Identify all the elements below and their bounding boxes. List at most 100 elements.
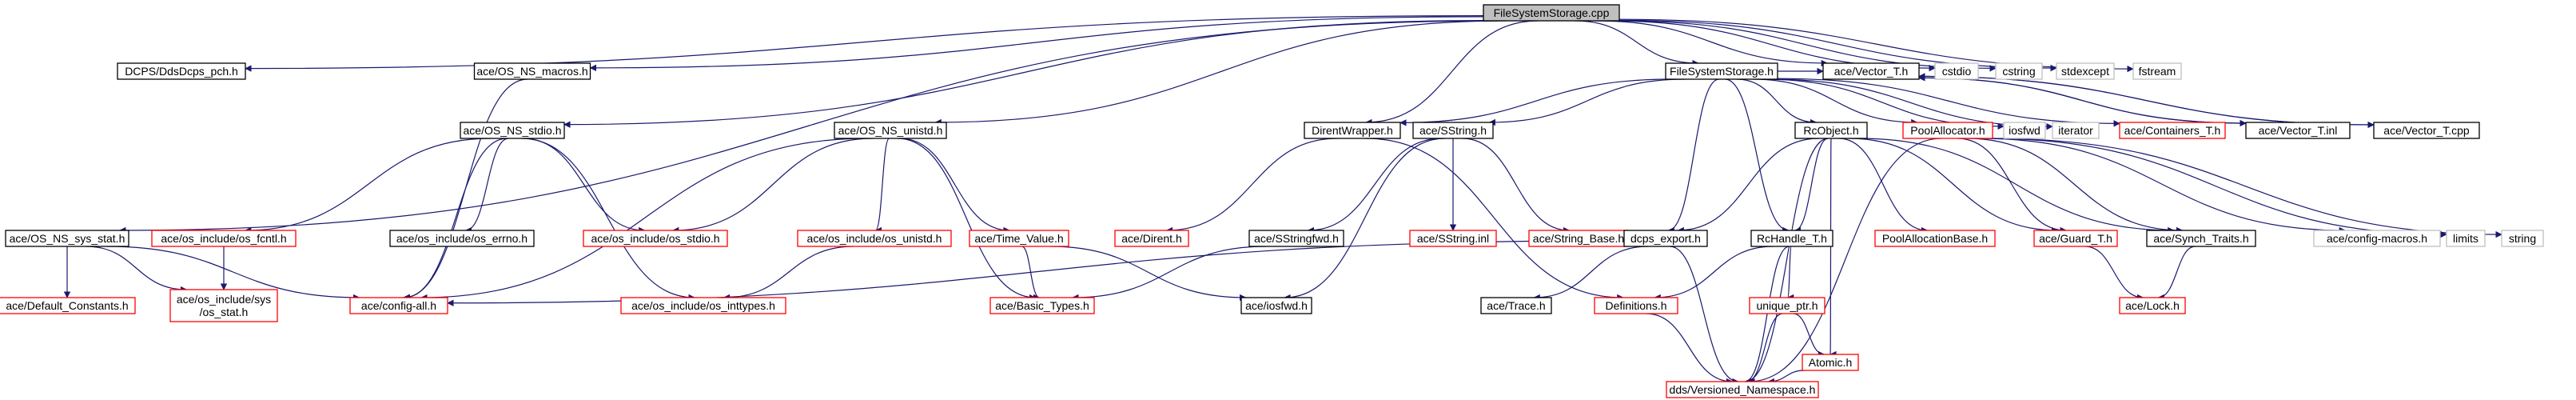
node-dirent_h[interactable]: ace/Dirent.h [1114,230,1189,247]
edge-os_ns_sys_stat-to-os_stat [86,246,188,294]
node-label-config_all: ace/config-all.h [361,299,436,312]
node-config_macros[interactable]: ace/config-macros.h [2313,230,2441,247]
node-iosfwd_h[interactable]: ace/iosfwd.h [1240,297,1312,314]
node-sstring_inl[interactable]: ace/SString.inl [1409,230,1497,247]
node-label-definitions: Definitions.h [1605,299,1666,312]
node-cstdio[interactable]: cstdio [1934,62,1979,80]
edge-fss_h-to-rchandle_t [1725,78,1790,234]
node-os_errno[interactable]: ace/os_include/os_errno.h [389,230,535,247]
node-label-cstdio: cstdio [1942,65,1972,78]
node-rcobject_h[interactable]: RcObject.h [1794,122,1868,139]
edge-os_unistd-to-os_inttypes [723,246,854,302]
node-trace_h[interactable]: ace/Trace.h [1480,297,1552,314]
edge-sstring_h-to-iosfwd_h [1284,138,1445,302]
node-os_ns_macros[interactable]: ace/OS_NS_macros.h [473,62,591,80]
node-os_fcntl[interactable]: ace/os_include/os_fcntl.h [151,230,297,247]
node-box-cstring [1995,62,2043,80]
edge-rchandle_t-to-definitions [1654,246,1774,302]
node-fss_h[interactable]: FileSystemStorage.h [1665,62,1778,80]
node-stdexcept[interactable]: stdexcept [2056,62,2115,80]
node-label-basic_types: ace/Basic_Types.h [995,299,1089,312]
node-box-os_ns_stdio [460,122,565,139]
edge-poolallocator-to-limits [1985,138,2447,238]
node-vector_t_cpp[interactable]: ace/Vector_T.cpp [2373,122,2480,139]
node-synch_traits[interactable]: ace/Synch_Traits.h [2146,230,2256,247]
node-label-dcps_export: dcps_export.h [1630,232,1701,245]
node-box-versioned_ns [1666,381,1819,398]
node-guard_t[interactable]: ace/Guard_T.h [2033,230,2118,247]
node-label-containers_t: ace/Containers_T.h [2124,124,2221,137]
node-label-ddsdcps_pch: DCPS/DdsDcps_pch.h [125,65,238,78]
edge-rcobject_h-to-versioned_ns [1744,138,1829,386]
node-direntwrapper[interactable]: DirentWrapper.h [1304,122,1401,139]
edge-root-to-os_ns_unistd [934,20,1507,126]
node-vector_t_h[interactable]: ace/Vector_T.h [1822,62,1920,80]
node-box-direntwrapper [1304,122,1401,139]
node-string_base[interactable]: ace/String_Base.h [1528,230,1629,247]
node-box-ddsdcps_pch [117,62,246,80]
node-unique_ptr[interactable]: unique_ptr.h [1749,297,1825,314]
edge-os_ns_unistd-to-basic_types [897,138,1037,302]
node-os_stdio[interactable]: ace/os_include/os_stdio.h [583,230,728,247]
node-label-fss_h: FileSystemStorage.h [1670,65,1774,78]
node-os_ns_stdio[interactable]: ace/OS_NS_stdio.h [460,122,565,139]
node-cstring[interactable]: cstring [1995,62,2043,80]
node-root[interactable]: FileSystemStorage.cpp [1483,4,1620,22]
node-box-fstream [2132,62,2182,80]
node-limits[interactable]: limits [2446,230,2486,247]
edge-os_ns_stdio-to-os_errno [464,138,509,234]
edge-rcobject_h-to-guard_t [1849,138,2059,234]
edge-rchandle_t-to-unique_ptr [1786,246,1794,301]
edge-os_ns_stdio-to-os_fcntl [244,138,492,234]
node-label-synch_traits: ace/Synch_Traits.h [2153,232,2248,245]
node-time_value[interactable]: ace/Time_Value.h [969,230,1069,247]
node-label-os_ns_unistd: ace/OS_NS_unistd.h [838,124,943,137]
node-poolallocationbase[interactable]: PoolAllocationBase.h [1874,230,1996,247]
node-versioned_ns[interactable]: dds/Versioned_Namespace.h [1666,381,1819,398]
node-atomic_h[interactable]: Atomic.h [1802,354,1859,371]
edge-os_ns_sys_stat-to-config_all [106,246,360,302]
node-fstream[interactable]: fstream [2132,62,2182,80]
node-label-trace_h: ace/Trace.h [1487,299,1545,312]
node-ddsdcps_pch[interactable]: DCPS/DdsDcps_pch.h [117,62,246,80]
node-os_ns_unistd[interactable]: ace/OS_NS_unistd.h [834,122,947,139]
node-os_stat[interactable]: ace/os_include/sys/os_stat.h [169,289,278,322]
edge-vector_t_inl-to-vector_t_h [1918,74,2247,124]
node-vector_t_inl[interactable]: ace/Vector_T.inl [2245,122,2351,139]
node-config_all[interactable]: ace/config-all.h [349,297,448,314]
node-rchandle_t[interactable]: RcHandle_T.h [1750,230,1833,247]
node-poolallocator[interactable]: PoolAllocator.h [1902,122,1993,139]
node-iosfwd[interactable]: iosfwd [2003,122,2046,139]
edge-direntwrapper-to-definitions [1365,138,1624,302]
node-definitions[interactable]: Definitions.h [1594,297,1678,314]
node-box-os_stdio [583,230,728,247]
node-box-os_inttypes [620,297,786,314]
node-box-lock_h [2119,297,2186,314]
node-containers_t[interactable]: ace/Containers_T.h [2119,122,2226,139]
node-label-vector_t_cpp: ace/Vector_T.cpp [2383,124,2470,137]
edge-sstring_h-to-string_base [1462,138,1571,234]
node-label-iterator: iterator [2058,124,2093,137]
node-string_sys[interactable]: string [2501,230,2544,247]
node-dcps_export[interactable]: dcps_export.h [1623,230,1708,247]
edge-root-to-cstring [1615,20,1997,72]
node-label-fstream: fstream [2139,65,2176,78]
node-sstring_h[interactable]: ace/SString.h [1412,122,1494,139]
node-box-atomic_h [1802,354,1859,371]
node-basic_types[interactable]: ace/Basic_Types.h [989,297,1095,314]
node-box-rcobject_h [1794,122,1868,139]
edge-os_ns_unistd-to-time_value [899,138,1010,234]
node-os_ns_sys_stat[interactable]: ace/OS_NS_sys_stat.h [5,230,129,247]
node-lock_h[interactable]: ace/Lock.h [2119,297,2186,314]
edge-guard_t-to-lock_h [2084,246,2144,302]
node-default_constants[interactable]: ace/Default_Constants.h [0,297,136,314]
node-os_unistd[interactable]: ace/os_include/os_unistd.h [797,230,952,247]
node-label-string_sys: string [2509,232,2536,245]
node-box-poolallocator [1902,122,1993,139]
node-os_inttypes[interactable]: ace/os_include/os_inttypes.h [620,297,786,314]
node-box-dcps_export [1623,230,1708,247]
node-sstringfwd[interactable]: ace/SStringfwd.h [1248,230,1344,247]
node-label-stdexcept: stdexcept [2061,65,2109,78]
node-iterator[interactable]: iterator [2052,122,2100,139]
